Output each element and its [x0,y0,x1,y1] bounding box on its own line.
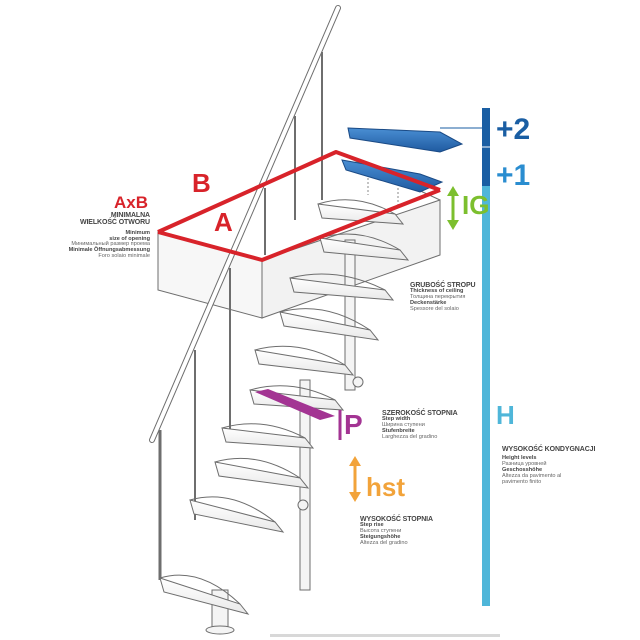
height-it-2: pavimento finito [502,478,542,485]
ig-label: IG [462,190,490,220]
opening-de: Minimale Öffnungsabmessung [68,247,150,254]
tread [189,499,285,533]
ig-arrow [447,186,459,230]
step-width-it: Larghezza del gradino [382,433,438,440]
opening-title-1: MINIMALNA [110,212,150,219]
height-ru: Разница уровней [502,461,547,468]
b-label: B [192,168,211,198]
opening-en-2: size of opening [109,235,150,242]
tread [317,203,405,225]
tread [214,461,310,489]
height-it-1: Altezza da pavimento al [502,472,562,479]
step-rise-ru: Высота ступени [360,528,402,535]
ceiling-title: GRUBOŚĆ STROPU [410,282,476,289]
ceiling-text: GRUBOŚĆ STROPU Thickness of ceiling Толщ… [410,282,490,313]
bottom-caption [270,634,500,637]
height-de: Geschosshöhe [502,467,543,474]
level-bars [440,108,490,606]
tread [221,427,315,449]
p-label: P [344,409,363,440]
step-width-ru: Ширина ступени [382,422,425,429]
tread [254,349,355,376]
ceiling-de: Deckenstärke [410,300,447,307]
tread [319,237,410,261]
height-text: WYSOKOŚĆ KONDYGNACJI Height levels Разни… [502,446,612,486]
step-rise-en: Step rise [360,522,384,529]
tread-edge [214,457,301,479]
a-label: A [214,207,233,237]
handrail [149,5,341,580]
tread [289,277,395,301]
plus2-label: +2 [496,113,531,146]
opening-title-2: WIELKOŚĆ OTWORU [79,219,150,227]
tread-edge [289,273,386,291]
tread [159,577,250,615]
opening-ru: Минимальный размер проема [71,241,150,248]
opening-it: Foro solaio minimale [98,253,150,260]
opening-en-1: Minimum [125,229,150,236]
tread-edge [254,345,346,366]
step-width-de: Stufenbreite [382,428,415,435]
height-title: WYSOKOŚĆ KONDYGNACJI [502,446,596,453]
step-rise-it: Altezza del gradino [360,539,408,546]
step-rise-title: WYSOKOŚĆ STOPNIA [360,516,433,523]
tread-edge [189,496,276,523]
tread-edge [159,574,241,605]
opening-outline [157,150,441,262]
tread-edge [221,423,306,439]
opening-text: MINIMALNA WIELKOŚĆ OTWORU Minimum size o… [60,212,151,260]
ceiling-it: Spessore del solaio [410,305,459,312]
ceiling-ru: Толщина перекрытия [410,294,466,301]
step-width-en: Step width [382,416,411,423]
highlighted-tread [255,389,335,420]
axb-label: AxB [114,193,149,212]
hst-arrow [349,456,361,502]
height-en: Height levels [502,455,537,462]
tread-edge [279,308,371,331]
stair-treads [159,199,410,615]
upper-steps [341,127,464,208]
step-width-text: SZEROKOŚĆ STOPNIA Step width Ширина ступ… [382,410,472,441]
hst-label: hst [366,472,405,502]
plus1-label: +1 [496,159,531,192]
h-label: H [496,400,515,430]
step-rise-de: Steigungshöhe [360,534,401,541]
step-width-title: SZEROKOŚĆ STOPNIA [382,410,458,417]
ceiling-en: Thickness of ceiling [410,288,464,295]
tread [279,311,380,341]
step-rise-text: WYSOKOŚĆ STOPNIA Step rise Высота ступен… [360,516,450,547]
tread-edge [249,385,336,401]
